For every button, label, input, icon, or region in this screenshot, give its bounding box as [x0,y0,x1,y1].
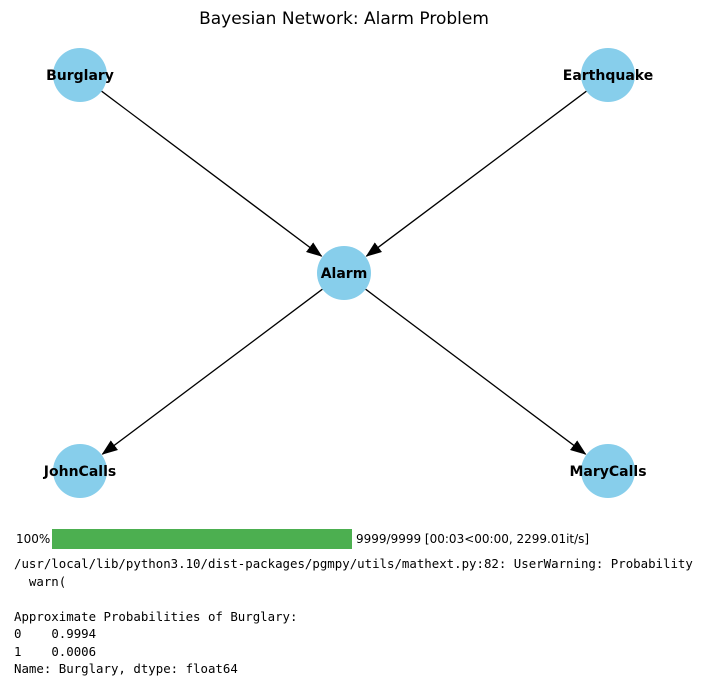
warn-call-line: warn( [14,573,67,589]
node-marycalls: MaryCalls [569,444,647,498]
probability-row: 1 0.0006 [14,643,722,661]
edge-burglary-to-alarm [101,90,323,257]
probabilities-heading: Approximate Probabilities of Burglary: [14,608,298,624]
node-circle [53,48,107,102]
node-circle [317,246,371,300]
series-footer: Name: Burglary, dtype: float64 [14,661,238,676]
row-value: 0.9994 [51,626,97,641]
edge-layer [101,90,587,455]
edge-alarm-to-marycalls [365,288,587,455]
progress-percent: 100% [16,532,51,546]
warning-line: /usr/local/lib/python3.10/dist-packages/… [14,556,693,571]
node-circle [581,48,635,102]
network-graph: Bayesian Network: Alarm Problem Burglary… [43,9,653,498]
progress-bar-fill [52,529,352,549]
edge-alarm-to-johncalls [101,288,323,455]
progress-bar [52,529,352,549]
row-index: 1 [14,643,22,659]
blank-line [14,590,722,608]
progress-stats: 9999/9999 [00:03<00:00, 2299.01it/s] [356,532,590,546]
node-earthquake: Earthquake [563,48,653,102]
node-burglary: Burglary [46,48,114,102]
probability-row: 0 0.9994 [14,625,722,643]
progress-row: 100% 9999/9999 [00:03<00:00, 2299.01it/s… [16,528,589,550]
edge-earthquake-to-alarm [365,90,587,257]
node-label: JohnCalls [43,464,116,480]
node-johncalls: JohnCalls [43,444,116,498]
node-label: Earthquake [563,68,653,84]
row-index: 0 [14,626,22,641]
node-alarm: Alarm [317,246,371,300]
node-label: MaryCalls [569,464,646,480]
graph-title: Bayesian Network: Alarm Problem [199,9,489,29]
console-output: /usr/local/lib/python3.10/dist-packages/… [14,555,722,678]
node-circle [53,444,107,498]
node-label: Alarm [321,266,368,282]
row-value: 0.0006 [51,643,97,659]
graph-canvas: Bayesian Network: Alarm Problem Burglary… [43,9,653,498]
node-circle [581,444,635,498]
node-label: Burglary [46,68,114,84]
